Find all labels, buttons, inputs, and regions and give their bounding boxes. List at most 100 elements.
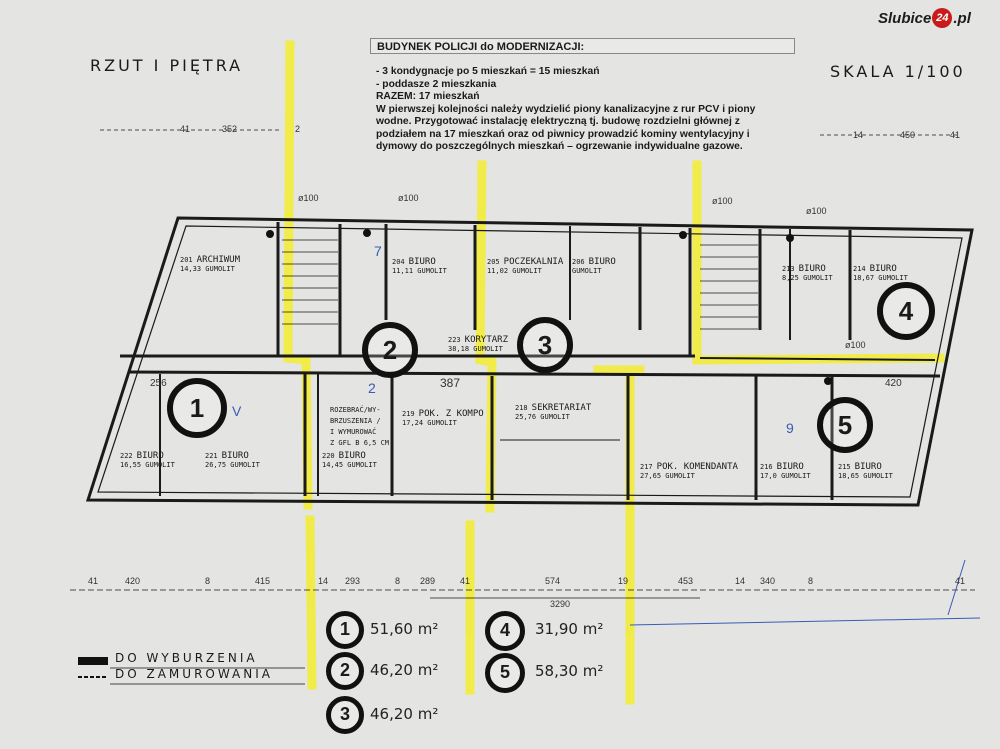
legend-marker-5: 5 [485, 653, 525, 693]
apartment-marker-2: 2 [362, 322, 418, 378]
room-name: BIURO [798, 264, 826, 274]
blue-mark: V [232, 403, 242, 419]
logo-text: Slubice [878, 9, 932, 27]
room-area: 18,67 [853, 274, 875, 282]
room-name: POK. Z KOMPO [418, 409, 484, 419]
room-name: BIURO [408, 257, 436, 267]
room-area: 17,24 [402, 419, 424, 427]
room-area: 14,45 [322, 461, 344, 469]
dim-bottom: 14 [735, 576, 746, 586]
legend-marker-2: 2 [326, 652, 364, 690]
room-area: 8,25 [782, 274, 799, 282]
note-line: RAZEM: 17 mieszkań [376, 91, 480, 102]
room-floor: GUMOLIT [781, 472, 811, 480]
room-name: KORYTARZ [464, 335, 509, 345]
room-floor: GUMOLIT [417, 267, 447, 275]
dim-right: 420 [885, 378, 902, 389]
dim: 450 [900, 130, 916, 140]
pipe-label: ø100 [806, 206, 827, 216]
room-floor: GUMOLIT [878, 274, 908, 282]
pipe-label: ø100 [298, 193, 319, 203]
dim-bottom: 340 [760, 576, 776, 586]
room-number: 215 [838, 463, 851, 471]
dim: 352 [222, 124, 238, 134]
room-floor: GUMOLIT [665, 472, 695, 480]
note-line: wodne. Przygotować instalację elektryczn… [376, 116, 740, 127]
room-floor: GUMOLIT [473, 345, 503, 353]
room-area: 25,76 [515, 413, 537, 421]
room-name: POCZEKALNIA [503, 257, 564, 267]
legend-marker-3: 3 [326, 696, 364, 734]
room-number: 214 [853, 265, 866, 273]
dim-bottom: 8 [808, 576, 814, 586]
legend-area-4: 31,90 m² [535, 620, 604, 638]
room-number: 218 [515, 404, 528, 412]
dim-bottom: 293 [345, 576, 361, 586]
dim-bottom: 41 [460, 576, 471, 586]
legend-area-2: 46,20 m² [370, 661, 439, 679]
legend-area-3: 46,20 m² [370, 705, 439, 723]
room-name: BIURO [338, 451, 366, 461]
demolish-swatch [78, 657, 108, 665]
blue-mark: 7 [374, 243, 382, 259]
room-name: BIURO [136, 451, 164, 461]
note-line: podziałem na 17 mieszkań oraz od piwnicy… [376, 128, 750, 140]
room-number: 213 [782, 265, 795, 273]
room-name: BIURO [854, 462, 882, 472]
room-floor: GUMOLIT [540, 413, 570, 421]
dim-bottom: 420 [125, 576, 141, 586]
dim-bottom: 19 [618, 576, 629, 586]
pipe-label: ø100 [398, 193, 419, 203]
room-number: 206 [572, 258, 585, 266]
room-floor: GUMOLIT [347, 461, 377, 469]
notes-heading: BUDYNEK POLICJI do MODERNIZACJI: [370, 38, 795, 54]
room-name: BIURO [588, 257, 616, 267]
dim: 2 [295, 124, 301, 134]
room-number: 221 [205, 452, 218, 460]
legend-marker-4: 4 [485, 611, 525, 651]
apartment-marker-5: 5 [817, 397, 873, 453]
pipe-label: ø100 [845, 340, 866, 350]
notes-body: - 3 kondygnacje po 5 mieszkań = 15 miesz… [376, 66, 796, 154]
room-floor: GUMOLIT [572, 267, 602, 275]
dim-left: 256 [150, 378, 167, 389]
room-area: 11,02 [487, 267, 509, 275]
room-floor: GUMOLIT [145, 461, 175, 469]
room-name: BIURO [869, 264, 897, 274]
room-name: ARCHIWUM [196, 255, 241, 265]
room-area: 16,55 [120, 461, 142, 469]
remark-line: BRZUSZENIA / [330, 417, 381, 425]
room-number: 217 [640, 463, 653, 471]
room-number: 204 [392, 258, 405, 266]
legend-marker-1: 1 [326, 611, 364, 649]
room-number: 219 [402, 410, 415, 418]
logo-suffix: .pl [953, 9, 971, 27]
room-number: 205 [487, 258, 500, 266]
room-number: 220 [322, 452, 335, 460]
legend-demolish: DO WYBURZENIA [115, 651, 258, 665]
dim-bottom: 8 [205, 576, 211, 586]
dim-bottom: 453 [678, 576, 694, 586]
room-area: 27,65 [640, 472, 662, 480]
blue-mark: 2 [368, 380, 376, 396]
logo-badge: 24 [932, 8, 953, 28]
legend-area-5: 58,30 m² [535, 662, 604, 680]
blue-mark: 9 [786, 420, 794, 436]
room-floor: GUMOLIT [863, 472, 893, 480]
legend-brick-up: DO ZAMUROWANIA [115, 667, 273, 681]
room-area: 14,33 [180, 265, 202, 273]
note-line: dymowy do poszczególnych mieszkań – ogrz… [376, 141, 743, 152]
dim-bottom: 41 [88, 576, 99, 586]
room-floor: GUMOLIT [427, 419, 457, 427]
